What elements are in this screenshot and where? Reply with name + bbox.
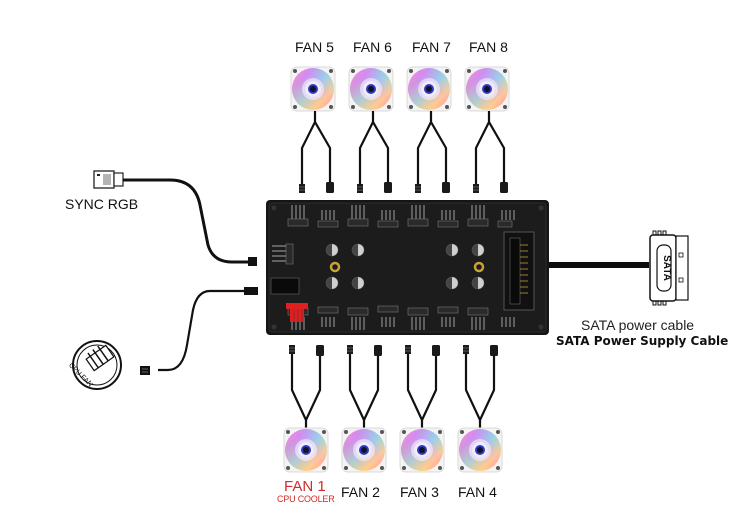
fan-hub-board [266, 200, 549, 335]
fan-3-label: FAN 3 [400, 484, 439, 500]
sata-connector-text: SATA [661, 255, 672, 281]
fan-8-label: FAN 8 [469, 39, 508, 55]
fan-5 [290, 66, 336, 112]
bottom-y-cables [290, 354, 496, 428]
sata-power-supply-cable-label: SATA Power Supply Cable [556, 334, 729, 348]
fan-5-label: FAN 5 [295, 39, 334, 55]
fan-7 [406, 66, 452, 112]
sata-power-cable-label: SATA power cable [581, 317, 695, 333]
cpu-fan-icon [72, 340, 122, 390]
fan-7-label: FAN 7 [412, 39, 451, 55]
sync-rgb-cable [93, 170, 257, 266]
top-y-cables [300, 111, 506, 184]
fan-2 [341, 427, 387, 473]
sata-cable: SATA [549, 230, 689, 306]
fan-2-label: FAN 2 [341, 484, 380, 500]
fan-3 [399, 427, 445, 473]
fan-1 [283, 427, 329, 473]
fan-1-cpu-cooler-label: CPU COOLER [277, 494, 335, 504]
sync-rgb-label: SYNC RGB [65, 196, 139, 212]
top-fan-group [290, 66, 510, 112]
fan-8 [464, 66, 510, 112]
fan-6-label: FAN 6 [353, 39, 392, 55]
fan-4-label: FAN 4 [458, 484, 497, 500]
fan-4 [457, 427, 503, 473]
cpu-fan-cable [140, 287, 258, 375]
fan-1-label: FAN 1 [284, 478, 326, 495]
bottom-fan-group [283, 427, 503, 473]
fan-6 [348, 66, 394, 112]
